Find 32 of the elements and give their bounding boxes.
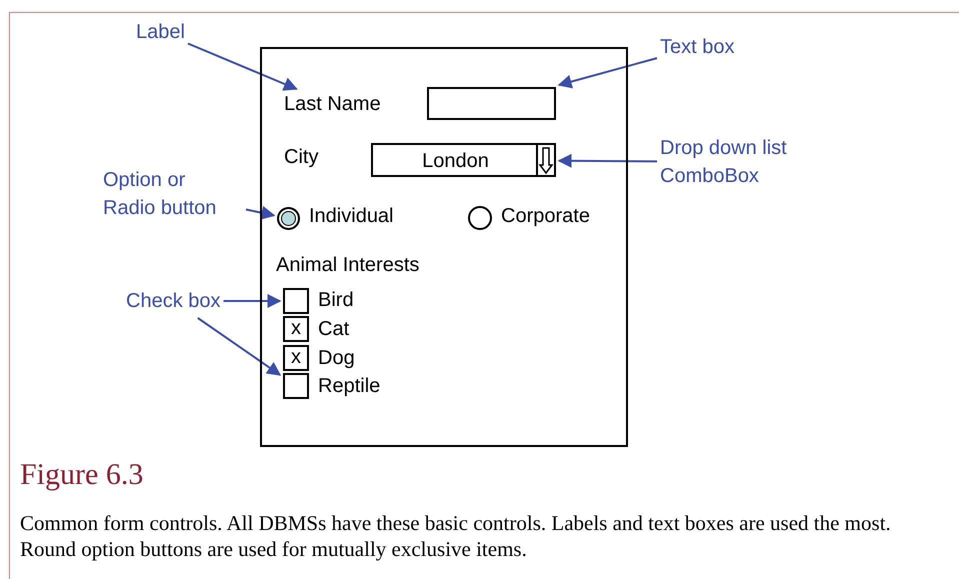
callout-text: Check box	[126, 287, 220, 315]
option-label: Bird	[318, 288, 354, 312]
callout-text: Drop down list ComboBox	[660, 134, 830, 190]
option-label: Dog	[318, 346, 355, 370]
option-label: Cat	[318, 317, 350, 341]
callout-text: Label	[136, 18, 185, 46]
figure-caption: Common form controls. All DBMSs have these basic controls. Labels and text boxes are used the most. Round option buttons are used for mutually exclusive items.	[20, 510, 892, 562]
leader-line	[246, 206, 276, 220]
field-label: City	[284, 145, 318, 169]
checkbox	[283, 288, 309, 314]
field-label: Last Name	[284, 92, 381, 116]
leader-line	[188, 42, 298, 91]
field-label: Animal Interests	[276, 253, 420, 277]
leader-line	[197, 317, 282, 376]
option-label: Corporate	[501, 204, 590, 228]
radio-button	[277, 207, 300, 230]
form-panel	[260, 47, 628, 447]
checkbox: x	[283, 345, 309, 371]
dropdown-value: London	[421, 149, 490, 173]
leader-line	[558, 57, 658, 88]
dropdown-field	[371, 143, 556, 177]
leader-line	[224, 294, 282, 308]
leader-line	[558, 154, 657, 168]
checkbox: x	[283, 316, 309, 342]
checkbox	[283, 373, 309, 399]
callout-text: Option or Radio button	[103, 166, 243, 222]
radio-button	[468, 206, 492, 230]
option-label: Reptile	[318, 374, 380, 398]
text-input-field	[427, 87, 556, 120]
option-label: Individual	[309, 204, 394, 228]
callout-text: Text box	[660, 33, 734, 61]
figure-title: Figure 6.3	[20, 458, 144, 492]
